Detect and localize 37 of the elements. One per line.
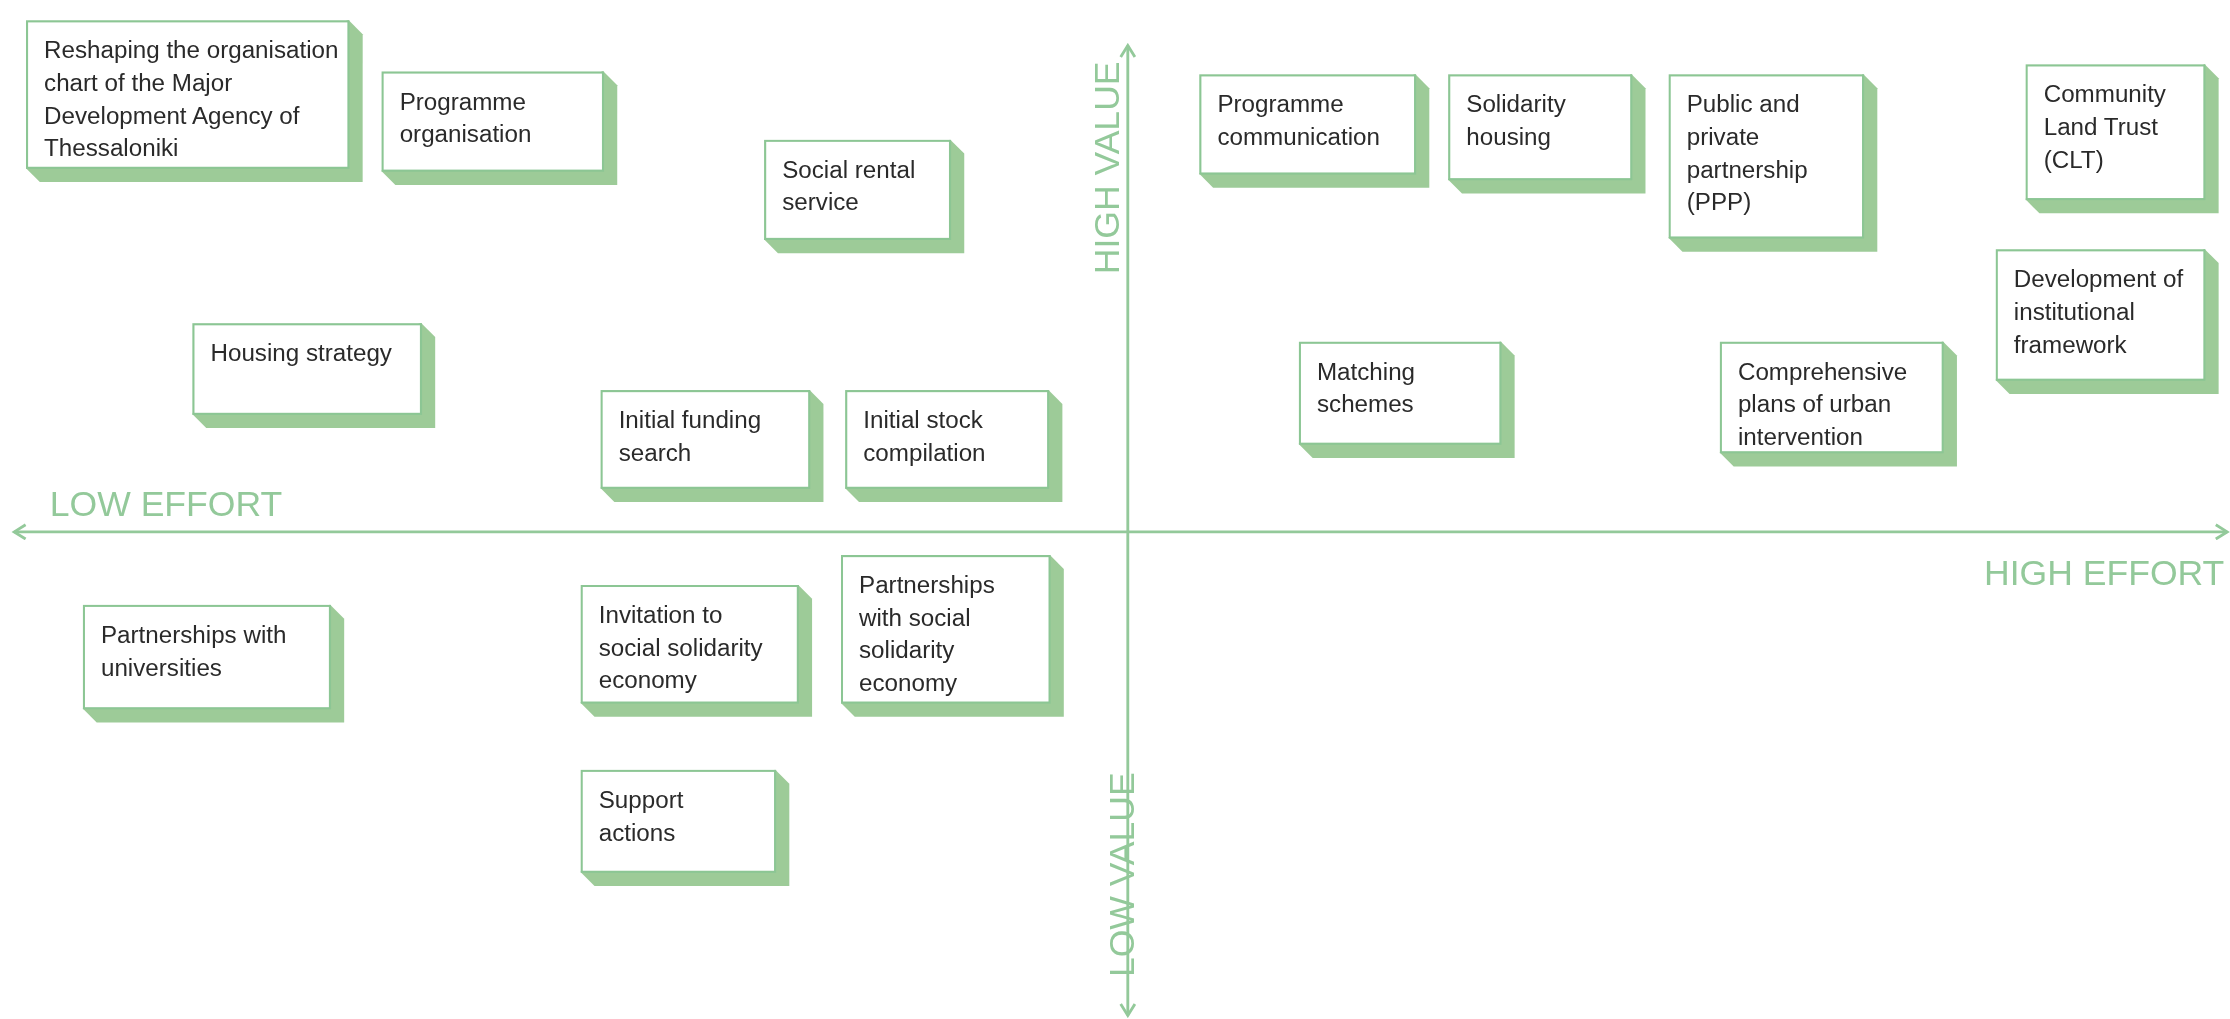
task-card [25,19,365,184]
task-card [82,604,346,724]
card-text: Housing strategy [210,338,393,369]
card-text: Community Land Trust (CLT) [2043,80,2167,176]
card-text: Programme organisation [399,87,533,150]
card-text: Matching schemes [1316,357,1417,421]
card-text: Reshaping the organisation chart of the Major Development Agency of Thessaloniki [44,36,339,165]
task-card [844,389,1064,504]
task-card [1719,341,1959,468]
card-text: Support actions [598,785,685,849]
task-card [1447,73,1647,195]
axis-label: HIGH VALUE [1086,61,1127,275]
task-card [1198,73,1431,190]
card-text: Partnerships with social solidarity economy [859,570,996,699]
task-card [580,584,814,719]
card-text: Initial stock compilation [863,405,987,469]
axis-label: HIGH EFFORT [1983,551,2225,592]
task-card [1995,248,2221,396]
card-text: Solidarity housing [1466,90,1567,153]
task-card [600,389,825,504]
task-card [840,554,1066,719]
task-card [763,139,966,255]
task-card [1298,341,1517,460]
card-text: Public and private partnership (PPP) [1686,90,1809,219]
card-text: Development of institutional framework [2013,264,2185,361]
task-card [1668,73,1879,254]
task-card [192,322,437,430]
card-text: Social rental service [782,155,917,219]
task-card [2025,64,2221,215]
card-text: Partnerships with universities [101,620,288,684]
card-text: Comprehensive plans of urban intervention [1737,357,1909,453]
card-text: Programme communication [1217,90,1381,153]
task-card [381,71,619,187]
card-text: Invitation to social solidarity economy [598,600,764,697]
task-card [580,769,791,888]
card-text: Initial funding search [618,405,763,469]
axis-label: LOW EFFORT [49,483,283,524]
